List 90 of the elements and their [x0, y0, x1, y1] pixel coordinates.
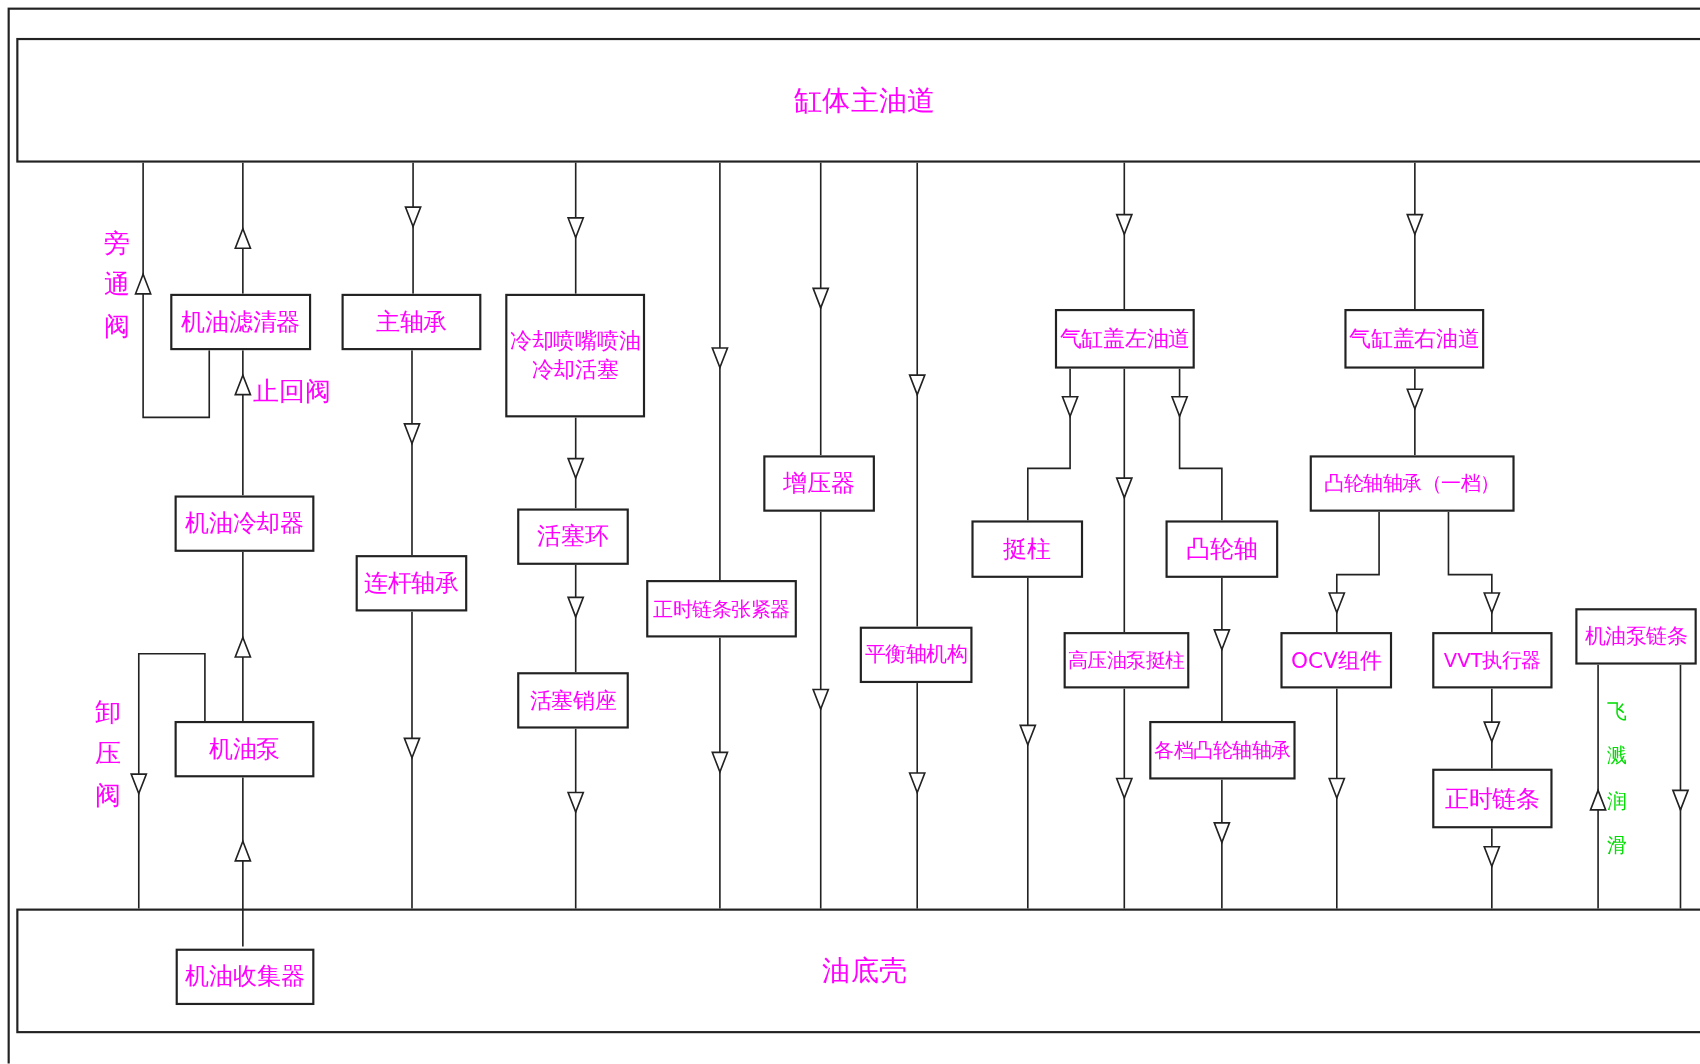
process-box	[517, 672, 629, 729]
box-label: 机油滤清器	[181, 306, 301, 337]
box-label: 气缸盖左油道	[1059, 324, 1190, 354]
arrow	[811, 161, 830, 457]
process-box	[763, 455, 875, 512]
arrow	[1027, 367, 1079, 522]
process-box	[971, 520, 1084, 578]
arrow	[566, 416, 585, 510]
box-label: 各档凸轮轴轴承	[1154, 737, 1291, 764]
process-box	[1432, 632, 1553, 689]
box-label: 平衡轴机构	[864, 640, 968, 668]
arrow	[566, 727, 585, 910]
process-box	[1575, 608, 1697, 665]
annotation-text: 旁通阀	[104, 226, 131, 344]
process-box	[1432, 768, 1553, 829]
arrow	[1589, 663, 1607, 910]
arrow	[811, 510, 830, 910]
box-label: 气缸盖右油道	[1349, 324, 1480, 354]
arrow	[403, 349, 421, 556]
box-label: VVT执行器	[1443, 647, 1541, 674]
box-label: 缸体主油道	[794, 82, 936, 118]
process-box	[355, 555, 468, 612]
arrow	[1406, 367, 1424, 457]
process-box	[517, 508, 629, 565]
arrow	[134, 161, 211, 419]
arrow	[1213, 778, 1231, 910]
arrow	[1447, 510, 1501, 633]
process-box	[646, 580, 797, 638]
arrow	[1115, 161, 1134, 310]
arrow	[1115, 367, 1134, 633]
arrow	[908, 161, 926, 628]
arrow	[1483, 687, 1501, 770]
arrow	[1406, 161, 1424, 310]
box-label: 机油收集器	[185, 961, 305, 992]
arrow	[234, 776, 252, 948]
arrow	[711, 161, 729, 581]
arrow	[404, 161, 422, 295]
process-box	[1149, 721, 1296, 780]
arrow	[1213, 577, 1231, 722]
annotation-text: 卸压阀	[95, 696, 122, 813]
arrow	[908, 682, 926, 910]
arrow	[711, 636, 729, 910]
box-label: 连杆轴承	[363, 568, 460, 599]
box-label: 主轴承	[375, 306, 448, 337]
box-label: 正时链条	[1444, 783, 1541, 814]
process-box	[1344, 309, 1485, 369]
box-label: 增压器	[783, 468, 855, 499]
box-label: 活塞销座	[529, 685, 617, 715]
arrow	[1115, 687, 1134, 910]
process-box	[1280, 632, 1393, 689]
arrow	[566, 161, 585, 295]
arrow	[234, 551, 252, 722]
box-label: OCV组件	[1291, 645, 1382, 675]
box-label: 活塞环	[537, 521, 609, 552]
arrow	[1671, 663, 1690, 910]
process-box	[341, 293, 482, 351]
annotation-text: 飞溅润滑	[1606, 698, 1627, 859]
box-label: 机油冷却器	[184, 508, 305, 539]
process-box	[1165, 520, 1279, 578]
process-box	[174, 721, 315, 778]
arrow	[566, 564, 585, 673]
process-box	[859, 626, 973, 684]
arrow	[234, 349, 252, 497]
box-label: 冷却喷嘴喷油冷却活塞	[509, 326, 642, 385]
process-box	[174, 495, 315, 552]
wide-box	[16, 37, 1700, 163]
box-label: 高压油泵挺柱	[1067, 647, 1185, 674]
annotation-text: 止回阀	[252, 375, 331, 409]
arrow	[1328, 687, 1346, 910]
box-label: 正时链条张紧器	[653, 595, 790, 622]
arrow	[1170, 367, 1223, 522]
process-box	[505, 293, 646, 418]
box-label: 凸轮轴轴承（一档）	[1324, 470, 1500, 497]
arrow	[1328, 510, 1380, 633]
arrow	[403, 610, 421, 910]
box-label: 挺柱	[1003, 534, 1052, 565]
box-label: 机油泵链条	[1584, 622, 1688, 650]
process-box	[175, 948, 315, 1006]
box-label: 油底壳	[822, 953, 907, 989]
arrow	[1483, 827, 1501, 910]
arrow	[1019, 577, 1037, 910]
box-label: 凸轮轴	[1186, 534, 1258, 565]
process-box	[1063, 632, 1190, 689]
arrow	[234, 161, 252, 295]
process-box	[1054, 309, 1195, 369]
arrow	[130, 652, 206, 910]
wide-box	[16, 908, 1700, 1034]
box-label: 机油泵	[208, 734, 281, 765]
process-box	[170, 293, 312, 351]
process-box	[1309, 455, 1515, 512]
